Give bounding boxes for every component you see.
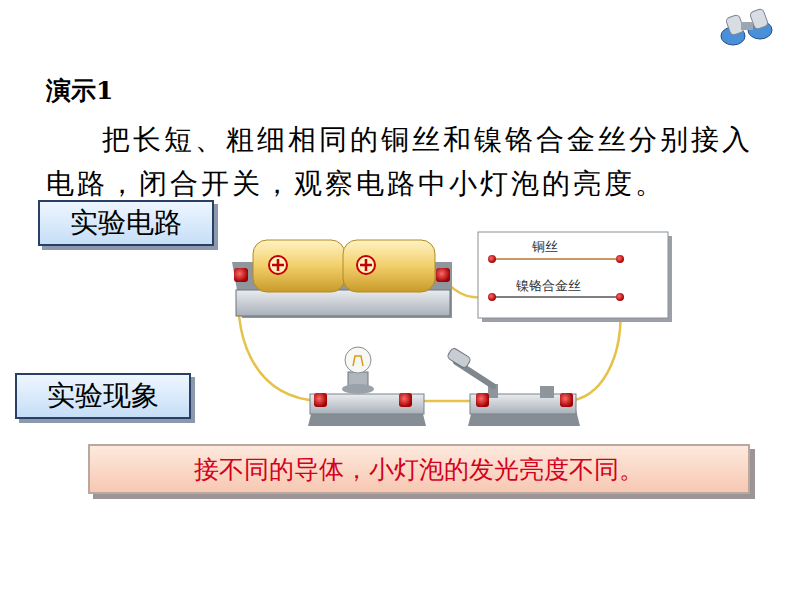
wire-label: 铜丝	[532, 238, 558, 256]
knife-switch	[446, 347, 580, 426]
battery-box	[232, 240, 452, 318]
section-tag: 实验电路	[38, 200, 214, 246]
bulb-stand	[308, 347, 426, 426]
conductor-board	[478, 232, 672, 322]
result-box: 接不同的导体，小灯泡的发光亮度不同。	[88, 444, 750, 494]
wire-label: 镍铬合金丝	[516, 277, 581, 295]
binoculars-icon	[721, 8, 772, 45]
box-text: 实验现象	[47, 377, 159, 415]
demo-title: 演示1	[46, 74, 113, 107]
box-text: 实验电路	[70, 204, 182, 242]
box-text: 接不同的导体，小灯泡的发光亮度不同。	[194, 453, 644, 486]
section-tag: 实验现象	[15, 373, 191, 419]
instruction-text: 把长短、粗细相同的铜丝和镍铬合金丝分别接入电路，闭合开关，观察电路中小灯泡的亮度…	[46, 118, 766, 206]
